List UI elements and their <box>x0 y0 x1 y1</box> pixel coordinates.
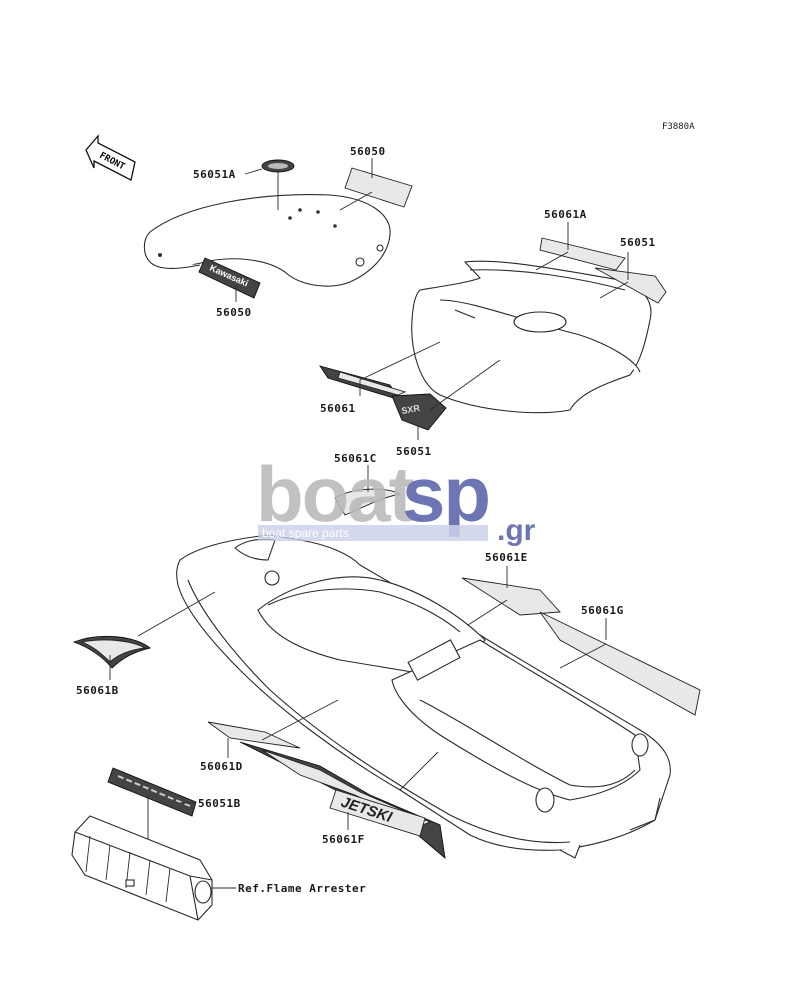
decal-56051b <box>107 767 197 817</box>
watermark-logo: boat sp .gr boat spare parts <box>256 450 536 547</box>
decal-56050-top <box>344 167 413 208</box>
decal-56061e <box>461 577 561 616</box>
decal-56061g <box>539 611 701 716</box>
label-56061c: 56061C <box>334 452 377 465</box>
decal-56061d <box>207 721 301 749</box>
decal-kawasaki-strip: Kawasaki <box>198 257 261 299</box>
decal-56061c <box>334 488 402 516</box>
front-hood-part <box>143 194 391 287</box>
watermark-tld: .gr <box>497 514 536 547</box>
label-56050-bottom: 56050 <box>216 306 252 319</box>
label-56051-right: 56051 <box>620 236 656 249</box>
label-56051a: 56051A <box>193 168 236 181</box>
decal-56061-inner <box>337 371 407 396</box>
decal-56061b-inner <box>80 639 147 663</box>
label-56061a: 56061A <box>544 208 587 221</box>
svg-text:SXR: SXR <box>401 403 421 416</box>
label-56061b: 56061B <box>76 684 119 697</box>
figure-code: F3880A <box>662 122 695 132</box>
decal-56051-right <box>594 267 667 304</box>
hull-part <box>176 534 671 859</box>
label-56061: 56061 <box>320 402 356 415</box>
decal-56051-sxr: SXR <box>391 393 447 431</box>
watermark-brand-left: boat <box>256 450 415 538</box>
label-56061g: 56061G <box>581 604 624 617</box>
label-56051-mid: 56051 <box>396 445 432 458</box>
ref-flame-arrester: Ref.Flame Arrester <box>238 882 366 895</box>
label-56061f: 56061F <box>322 833 365 846</box>
decal-56051a <box>261 159 295 173</box>
storage-cover-part <box>411 260 652 414</box>
label-56061d: 56061D <box>200 760 243 773</box>
flame-arrester-part <box>71 815 213 921</box>
watermark-brand-right: sp <box>402 450 489 538</box>
watermark-tagline: boat spare parts <box>262 526 349 540</box>
label-56051b: 56051B <box>198 797 241 810</box>
decal-56061a <box>539 237 626 271</box>
front-arrow-icon: FRONT <box>85 134 136 181</box>
label-56061e: 56061E <box>485 551 528 564</box>
label-56050-top: 56050 <box>350 145 386 158</box>
